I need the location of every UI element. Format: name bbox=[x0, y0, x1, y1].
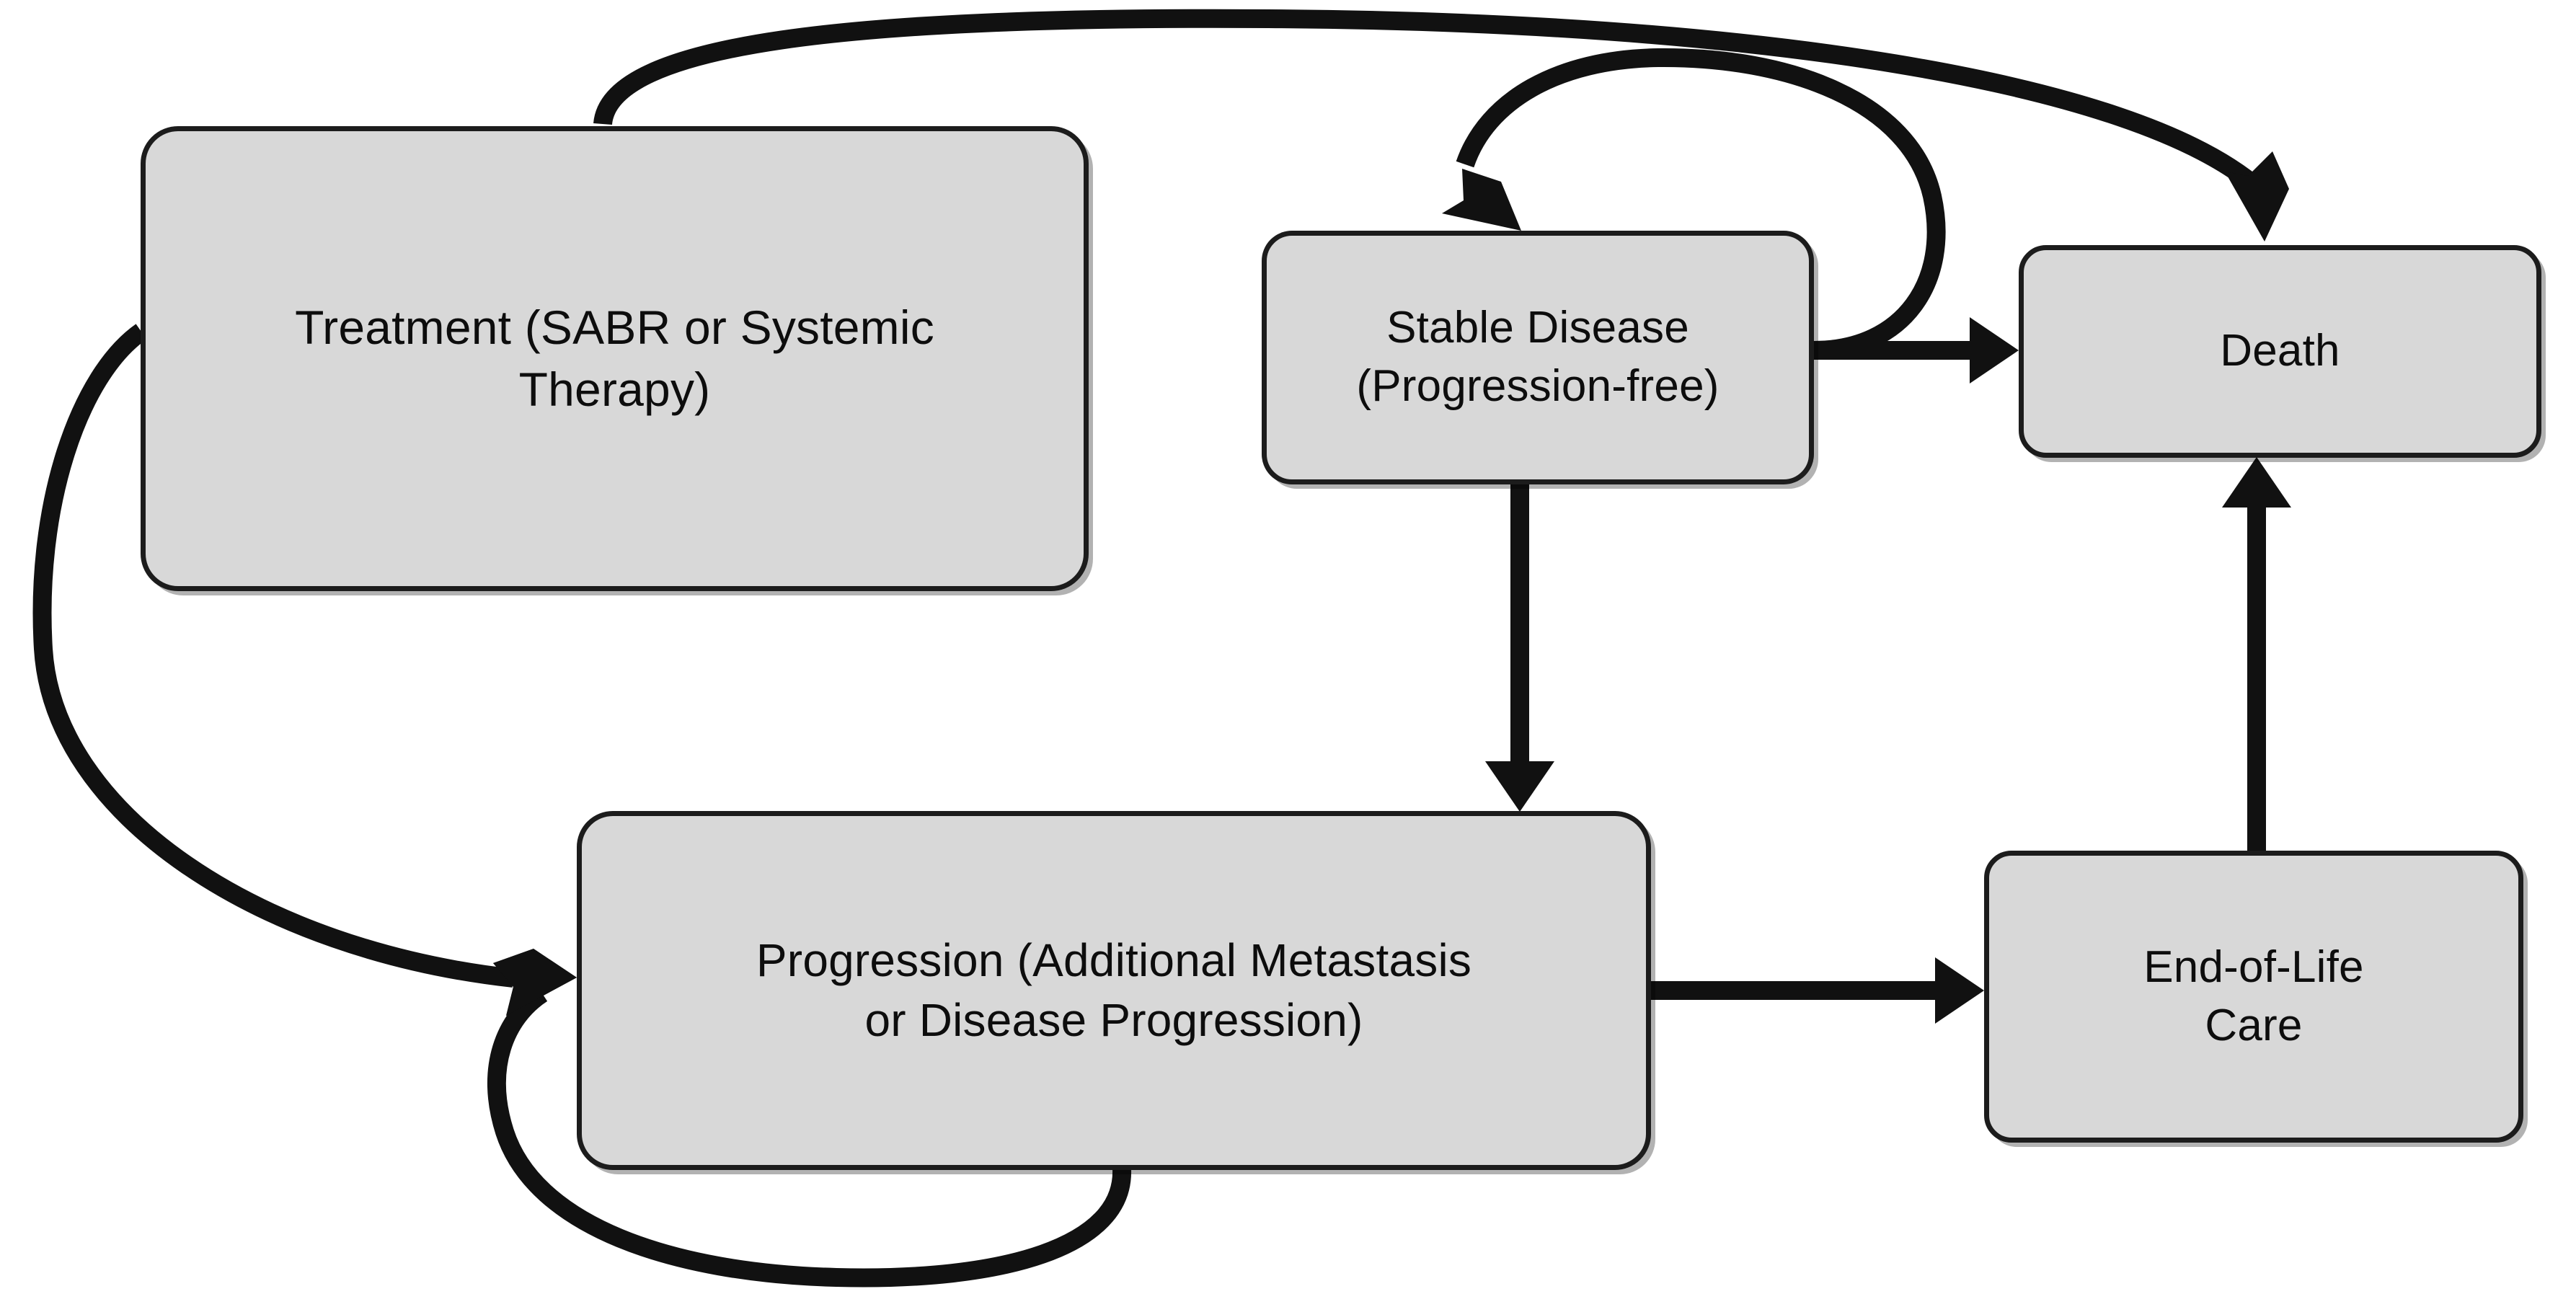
node-end-of-life-care-label: End-of-Life Care bbox=[2143, 941, 2364, 1050]
arrowhead bbox=[1935, 957, 1984, 1024]
edge-treatment-to-death bbox=[593, 9, 2289, 241]
arrowhead bbox=[493, 949, 577, 1016]
node-treatment-label: Treatment (SABR or Systemic Therapy) bbox=[295, 300, 934, 416]
node-progression[interactable]: Progression (Additional Metastasis or Di… bbox=[577, 811, 1651, 1170]
node-stable-disease-label: Stable Disease (Progression-free) bbox=[1356, 303, 1719, 411]
node-death[interactable]: Death bbox=[2019, 245, 2541, 458]
edge-progression-to-eol bbox=[1651, 957, 1984, 1024]
node-end-of-life-care[interactable]: End-of-Life Care bbox=[1984, 851, 2523, 1143]
edge-progression-self-loop bbox=[487, 949, 1132, 1288]
edge-stable-to-death bbox=[1814, 317, 2019, 384]
arrowhead bbox=[1485, 761, 1554, 812]
node-progression-label: Progression (Additional Metastasis or Di… bbox=[756, 934, 1472, 1046]
edge-stable-to-progression bbox=[1485, 484, 1554, 812]
node-stable-disease[interactable]: Stable Disease (Progression-free) bbox=[1262, 231, 1814, 484]
arrowhead bbox=[2222, 457, 2291, 508]
arrowhead bbox=[2225, 151, 2289, 241]
node-death-label: Death bbox=[2220, 326, 2340, 376]
arrowhead bbox=[1970, 317, 2019, 384]
edge-eol-to-death bbox=[2222, 457, 2291, 851]
edge-stable-self-loop bbox=[1442, 48, 1946, 360]
arrowhead bbox=[1442, 169, 1521, 231]
node-treatment[interactable]: Treatment (SABR or Systemic Therapy) bbox=[141, 126, 1089, 591]
